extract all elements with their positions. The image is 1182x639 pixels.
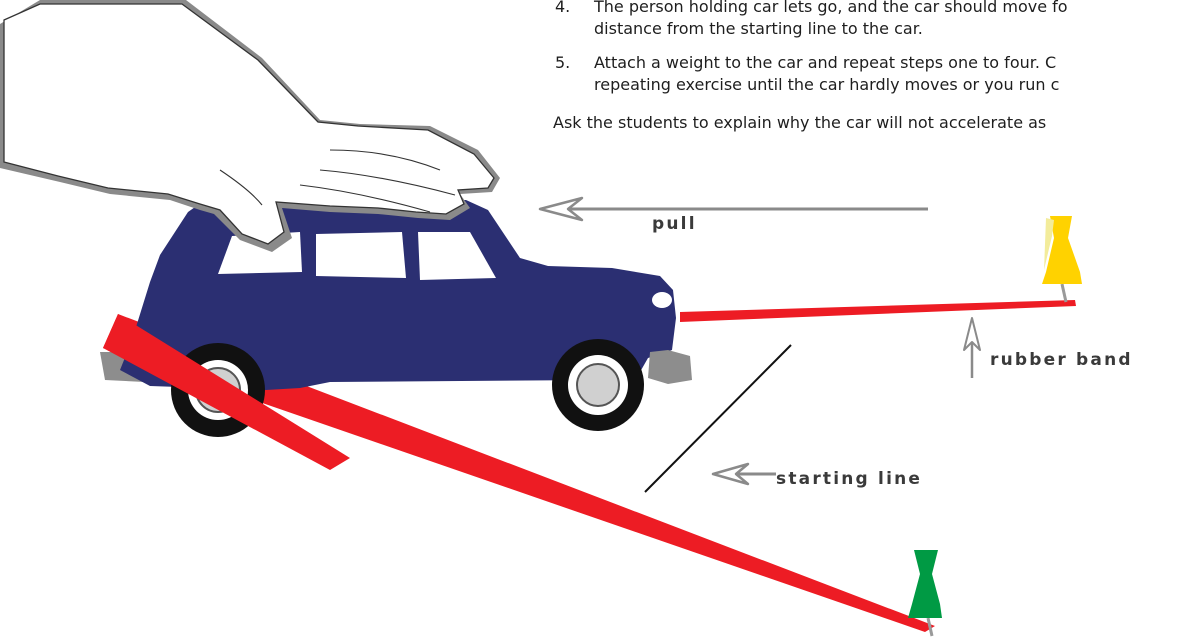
step-5-line2: repeating exercise until the car hardly …	[555, 74, 1059, 96]
step-4-number: 4.	[555, 0, 594, 18]
rubber-band-arrow-icon	[964, 318, 980, 378]
car	[100, 200, 692, 437]
starting-line-label: starting line	[776, 469, 922, 489]
yellow-pushpin-icon	[1042, 216, 1082, 302]
step-4-line2: distance from the starting line to the c…	[555, 18, 1068, 40]
step-4-line1: The person holding car lets go, and the …	[594, 0, 1068, 16]
rubber-band-label: rubber band	[990, 350, 1133, 370]
pull-label: pull	[652, 214, 697, 234]
hand-illustration	[0, 0, 500, 252]
step-4: 4.The person holding car lets go, and th…	[555, 0, 1068, 40]
step-5: 5.Attach a weight to the car and repeat …	[555, 52, 1059, 96]
step-5-number: 5.	[555, 52, 594, 74]
starting-line-arrow-icon	[713, 464, 776, 484]
rubber-band-short	[680, 300, 1076, 322]
step-5-line1: Attach a weight to the car and repeat st…	[594, 53, 1056, 72]
pull-arrow-icon	[540, 198, 928, 220]
instruction-text: Ask the students to explain why the car …	[553, 113, 1046, 132]
